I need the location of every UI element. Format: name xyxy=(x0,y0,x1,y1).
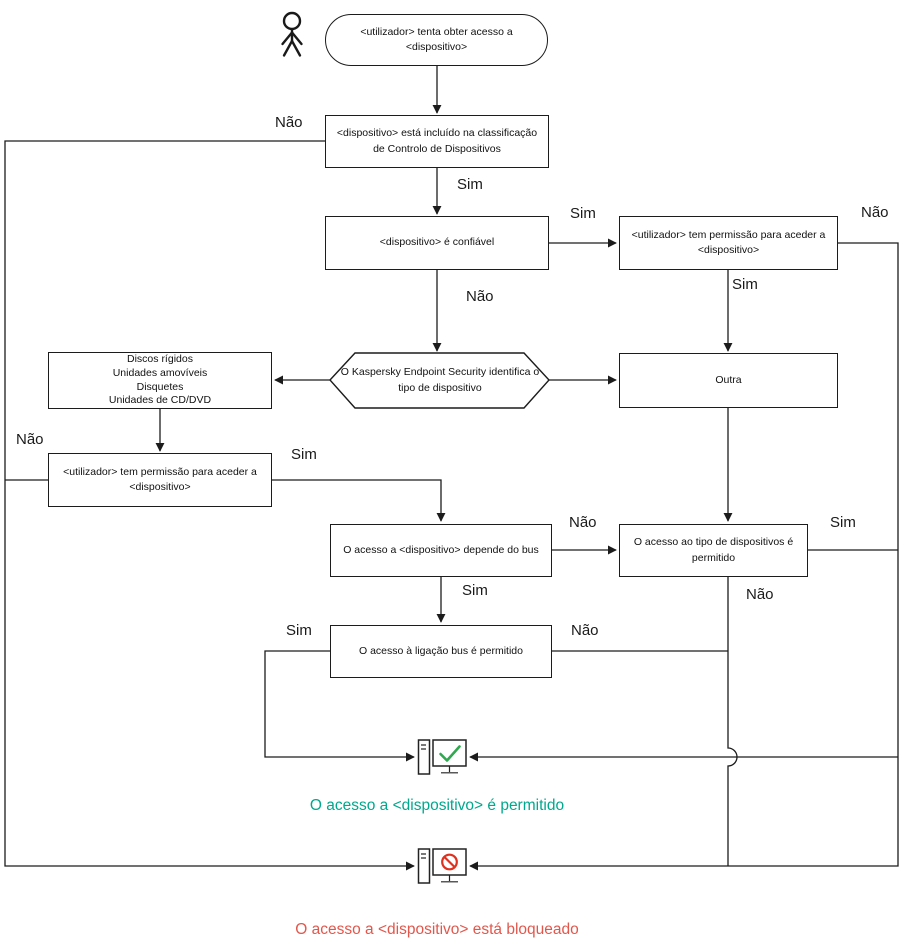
result-allowed-text: O acesso a <dispositivo> é permitido xyxy=(309,797,565,814)
label-permission-trusted-nao: Não xyxy=(861,204,889,221)
node-classification: <dispositivo> está incluído na classific… xyxy=(325,115,549,168)
device-type-line: Discos rígidos xyxy=(127,353,193,366)
label-permission-user-sim: Sim xyxy=(291,446,317,463)
result-blocked-text: O acesso a <dispositivo> está bloqueado xyxy=(295,921,579,938)
label-bus-depends-nao: Não xyxy=(569,514,597,531)
edge-permission-trusted-nao-to-blocked xyxy=(469,242,899,871)
node-device-types: Discos rígidos Unidades amovíveis Disque… xyxy=(48,352,272,409)
device-type-line: Unidades amovíveis xyxy=(112,366,208,379)
device-blocked-icon xyxy=(417,848,467,884)
label-classification-sim: Sim xyxy=(457,176,483,193)
label-bus-connection-nao: Não xyxy=(571,622,599,639)
device-allowed-icon xyxy=(417,739,467,775)
label-permission-user-nao: Não xyxy=(16,431,44,448)
edge-bus-connection-sim-to-allowed xyxy=(264,650,415,762)
identify-hexagon xyxy=(329,352,550,409)
edge-type-allowed-nao-to-blocked xyxy=(727,577,738,866)
device-type-line: Disquetes xyxy=(136,380,184,393)
node-start: <utilizador> tenta obter acesso a <dispo… xyxy=(325,14,548,66)
label-bus-connection-sim: Sim xyxy=(286,622,312,639)
device-type-line: Unidades de CD/DVD xyxy=(108,394,212,407)
node-trusted: <dispositivo> é confiável xyxy=(325,216,549,270)
node-other: Outra xyxy=(619,353,838,408)
node-permission-trusted: <utilizador> tem permissão para aceder a… xyxy=(619,216,838,270)
label-type-allowed-sim: Sim xyxy=(830,514,856,531)
node-bus-depends: O acesso a <dispositivo> depende do bus xyxy=(330,524,552,577)
edge-permission-user-sim xyxy=(272,479,446,522)
label-permission-trusted-sim: Sim xyxy=(732,276,758,293)
label-bus-depends-sim: Sim xyxy=(462,582,488,599)
user-icon xyxy=(281,11,303,57)
label-type-allowed-nao: Não xyxy=(746,586,774,603)
label-trusted-sim: Sim xyxy=(570,205,596,222)
prohibition-icon xyxy=(441,853,458,871)
label-trusted-nao: Não xyxy=(466,288,494,305)
label-classification-nao: Não xyxy=(275,114,303,131)
edge-classification-nao-to-blocked xyxy=(4,140,415,871)
check-icon xyxy=(439,745,461,762)
node-bus-connection: O acesso à ligação bus é permitido xyxy=(330,625,552,678)
node-type-allowed: O acesso ao tipo de dispositivos é permi… xyxy=(619,524,808,577)
node-permission-user: <utilizador> tem permissão para aceder a… xyxy=(48,453,272,507)
node-identify: O Kaspersky Endpoint Security identifica… xyxy=(340,366,540,394)
